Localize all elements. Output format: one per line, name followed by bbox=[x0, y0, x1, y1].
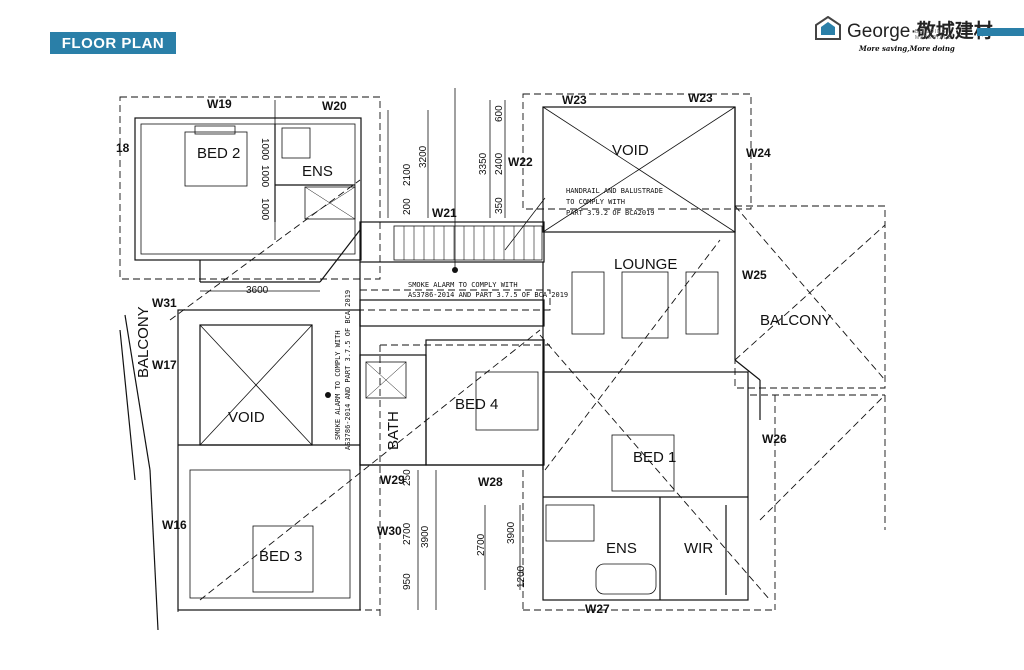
dimension-label: 3200 bbox=[418, 145, 429, 168]
dimension-label: 2700 bbox=[476, 533, 487, 556]
window-label: W23 bbox=[562, 93, 587, 107]
room-label-bed1: BED 1 bbox=[633, 449, 676, 466]
smoke-alarm-icon bbox=[452, 267, 458, 273]
dimension-label: 1200 bbox=[516, 565, 527, 588]
smoke-alarm-note-line2: AS3786-2014 AND PART 3.7.5 OF BCA 2019 bbox=[408, 291, 568, 299]
dimension-label: 3600 bbox=[246, 285, 269, 296]
window-label: W30 bbox=[377, 524, 402, 538]
dimension-label: 1000 bbox=[259, 198, 270, 221]
house-logo-icon bbox=[815, 16, 841, 40]
dimension-label: 600 bbox=[494, 105, 505, 122]
dimension-label: 2700 bbox=[402, 522, 413, 545]
handrail-note-line2: TO COMPLY WITH bbox=[566, 198, 625, 206]
window-label: W17 bbox=[152, 358, 177, 372]
window-label: 18 bbox=[116, 141, 130, 155]
room-label-void-top: VOID bbox=[612, 142, 649, 159]
dimension-label: 1000 bbox=[259, 165, 270, 188]
brand-tagline: More saving,More doing bbox=[859, 44, 955, 53]
smoke-alarm-icons bbox=[325, 267, 458, 398]
dimension-label: 950 bbox=[402, 573, 413, 590]
smoke-alarm-note-vertical-line1: SMOKE ALARM TO COMPLY WITH bbox=[334, 330, 342, 440]
window-label: W28 bbox=[478, 475, 503, 489]
window-label: W16 bbox=[162, 518, 187, 532]
handrail-note-line1: HANDRAIL AND BALUSTRADE bbox=[566, 187, 663, 195]
window-label: W21 bbox=[432, 206, 457, 220]
window-label: W22 bbox=[508, 155, 533, 169]
dimension-label: 350 bbox=[494, 197, 505, 214]
window-label: W20 bbox=[322, 99, 347, 113]
dimension-label: 200 bbox=[402, 198, 413, 215]
brand-subtitle: BUILDING MATERIALS bbox=[915, 29, 952, 41]
window-label: W27 bbox=[585, 602, 610, 616]
room-label-lounge: LOUNGE bbox=[614, 256, 677, 273]
window-label: W31 bbox=[152, 296, 177, 310]
room-label-ens-bottom: ENS bbox=[606, 540, 637, 557]
dimension-label: 3350 bbox=[478, 152, 489, 175]
window-label: W19 bbox=[207, 97, 232, 111]
room-label-wir: WIR bbox=[684, 540, 713, 557]
window-label: W24 bbox=[746, 146, 771, 160]
room-label-ens-top: ENS bbox=[302, 163, 333, 180]
room-label-balcony-right: BALCONY bbox=[760, 312, 832, 329]
dimension-label: 3900 bbox=[506, 521, 517, 544]
dimension-label: 2400 bbox=[494, 152, 505, 175]
handrail-note-line3: PART 3.9.2 OF BCA2019 bbox=[566, 209, 655, 217]
room-label-bed2: BED 2 bbox=[197, 145, 240, 162]
room-label-bed4: BED 4 bbox=[455, 396, 498, 413]
dimension-label: 2100 bbox=[402, 163, 413, 186]
brand-name: George·敬城建材 bbox=[847, 21, 993, 42]
smoke-alarm-note-line1: SMOKE ALARM TO COMPLY WITH bbox=[408, 281, 518, 289]
room-label-balcony-left: BALCONY bbox=[135, 306, 152, 378]
room-label-void-left: VOID bbox=[228, 409, 265, 426]
window-label: W29 bbox=[380, 473, 405, 487]
dimension-label: 250 bbox=[402, 469, 413, 486]
wall-lines bbox=[119, 106, 761, 631]
dimension-label: 3900 bbox=[420, 525, 431, 548]
room-label-bath: BATH bbox=[385, 411, 402, 450]
dimension-lines bbox=[200, 88, 546, 610]
window-label: W25 bbox=[742, 268, 767, 282]
page-title: FLOOR PLAN bbox=[50, 32, 176, 54]
dimension-label: 1000 bbox=[259, 138, 270, 161]
window-label: W23 bbox=[688, 91, 713, 105]
accent-bar bbox=[977, 28, 1024, 36]
smoke-alarm-note-vertical-line2: AS3786-2014 AND PART 3.7.5 OF BCA 2019 bbox=[344, 290, 352, 450]
window-label: W26 bbox=[762, 432, 787, 446]
brand-logo: George·敬城建材 BUILDING MATERIALS More savi… bbox=[815, 14, 993, 60]
smoke-alarm-icon bbox=[325, 392, 331, 398]
room-label-bed3: BED 3 bbox=[259, 548, 302, 565]
dashed-outline-lines bbox=[119, 93, 886, 620]
